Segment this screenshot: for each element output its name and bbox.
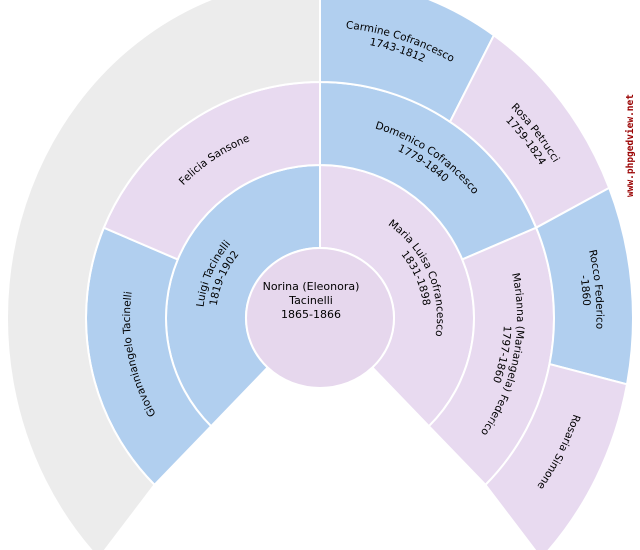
center-person-label: Norina (Eleonora) bbox=[263, 280, 360, 293]
sector-carmine-cofrancesco[interactable] bbox=[319, 0, 496, 124]
center-person-label: Tacinelli bbox=[288, 294, 333, 307]
sector-rosa-petrucci[interactable] bbox=[448, 33, 611, 230]
sector-rocco-federico[interactable] bbox=[534, 186, 634, 386]
sector-rosaria-simone[interactable] bbox=[484, 362, 629, 550]
phpgedview-watermark: www.phpgedview.net bbox=[625, 94, 636, 197]
sector-label-rocco-federico: -1860 bbox=[577, 274, 592, 306]
center-person-label: 1865-1866 bbox=[281, 308, 341, 321]
center-person-circle[interactable] bbox=[245, 247, 395, 389]
sector-empty-ancestors bbox=[6, 0, 321, 550]
